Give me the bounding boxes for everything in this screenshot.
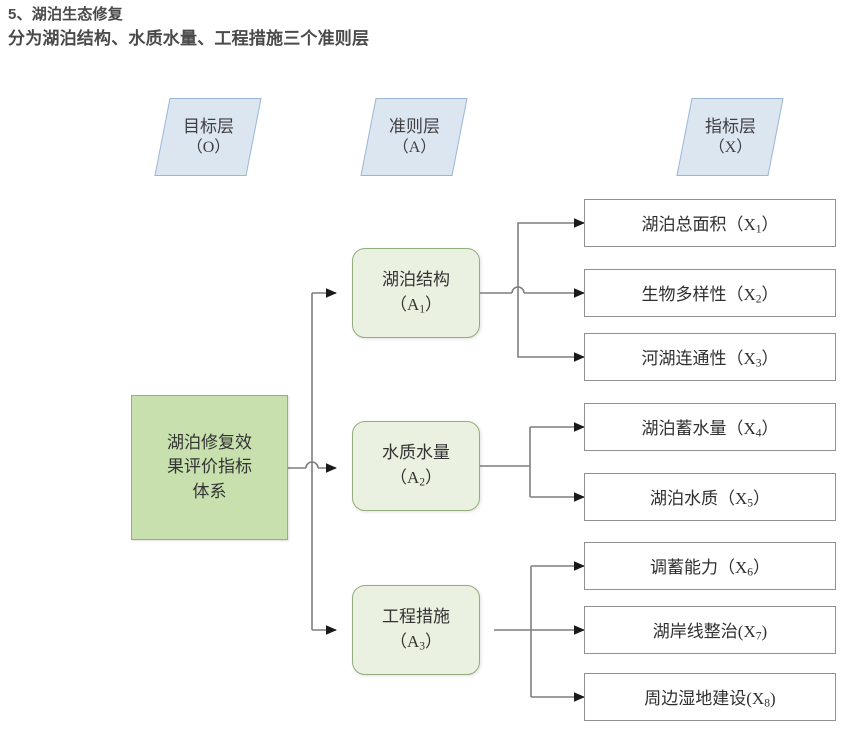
indicator-node-x3: 河湖连通性（X3） bbox=[584, 333, 836, 381]
indicator-node-x6-text: 调蓄能力（X6） bbox=[649, 558, 771, 579]
indicator-node-x5-text: 湖泊水质（X5） bbox=[649, 489, 771, 510]
goal-node-line-1: 湖泊修复效 bbox=[167, 432, 252, 452]
indicator-node-x1: 湖泊总面积（X1） bbox=[584, 199, 836, 247]
heading-line-1: 5、湖泊生态修复 bbox=[8, 6, 123, 23]
criterion-node-a3-label: 工程措施 bbox=[382, 607, 450, 627]
layer-tag-indicator: 指标层 （X） bbox=[676, 98, 784, 176]
layer-tag-goal-title: 目标层 bbox=[182, 116, 234, 136]
indicator-node-x4: 湖泊蓄水量（X4） bbox=[584, 403, 836, 451]
layer-tag-criterion-text: 准则层 （A） bbox=[389, 117, 440, 157]
heading-block: 5、湖泊生态修复 分为湖泊结构、水质水量、工程措施三个准则层 bbox=[8, 4, 708, 51]
layer-tag-goal-text: 目标层 （O） bbox=[183, 117, 234, 157]
layer-tag-goal-code: （O） bbox=[186, 138, 230, 156]
layer-tag-indicator-code: （X） bbox=[708, 138, 752, 156]
layer-tag-indicator-title: 指标层 bbox=[704, 116, 756, 136]
indicator-node-x5: 湖泊水质（X5） bbox=[584, 473, 836, 521]
wire-a1-to-x3 bbox=[517, 293, 586, 362]
criterion-node-a2-text: 水质水量 （A2） bbox=[382, 441, 450, 491]
layer-tag-goal: 目标层 （O） bbox=[154, 98, 262, 176]
indicator-node-x4-text: 湖泊蓄水量（X4） bbox=[641, 419, 779, 440]
indicator-node-x1-text: 湖泊总面积（X1） bbox=[641, 215, 779, 236]
indicator-node-x8: 周边湿地建设(X8) bbox=[584, 673, 836, 721]
layer-tag-criterion-title: 准则层 bbox=[388, 116, 440, 136]
indicator-node-x2: 生物多样性（X2） bbox=[584, 269, 836, 317]
layer-tag-indicator-text: 指标层 （X） bbox=[705, 117, 756, 157]
indicator-node-x7: 湖岸线整治(X7) bbox=[584, 606, 836, 654]
indicator-node-x2-text: 生物多样性（X2） bbox=[641, 285, 779, 306]
indicator-node-x3-text: 河湖连通性（X3） bbox=[641, 349, 779, 370]
criterion-node-a1-text: 湖泊结构 （A1） bbox=[382, 268, 450, 318]
heading-line-2: 分为湖泊结构、水质水量、工程措施三个准则层 bbox=[8, 29, 370, 48]
criterion-node-a3: 工程措施 （A3） bbox=[352, 585, 480, 675]
layer-tag-criterion: 准则层 （A） bbox=[360, 98, 468, 176]
indicator-node-x6: 调蓄能力（X6） bbox=[584, 542, 836, 590]
goal-node: 湖泊修复效 果评价指标 体系 bbox=[131, 395, 288, 540]
criterion-node-a2-label: 水质水量 bbox=[382, 443, 450, 463]
indicator-node-x7-text: 湖岸线整治(X7) bbox=[652, 622, 768, 643]
goal-node-text: 湖泊修复效 果评价指标 体系 bbox=[159, 431, 260, 505]
goal-node-line-2: 果评价指标 bbox=[167, 457, 252, 477]
wire-a1-to-x1 bbox=[517, 218, 586, 293]
goal-node-line-3: 体系 bbox=[192, 481, 227, 501]
criterion-node-a1-code: （A1） bbox=[389, 294, 443, 316]
criterion-node-a3-code: （A3） bbox=[389, 631, 443, 653]
indicator-node-x8-text: 周边湿地建设(X8) bbox=[644, 689, 776, 710]
criterion-node-a2-code: （A2） bbox=[389, 467, 443, 489]
criterion-node-a1: 湖泊结构 （A1） bbox=[352, 248, 480, 338]
criterion-node-a1-label: 湖泊结构 bbox=[382, 270, 450, 290]
criterion-node-a2: 水质水量 （A2） bbox=[352, 421, 480, 511]
criterion-node-a3-text: 工程措施 （A3） bbox=[382, 605, 450, 655]
layer-tag-criterion-code: （A） bbox=[392, 138, 436, 156]
